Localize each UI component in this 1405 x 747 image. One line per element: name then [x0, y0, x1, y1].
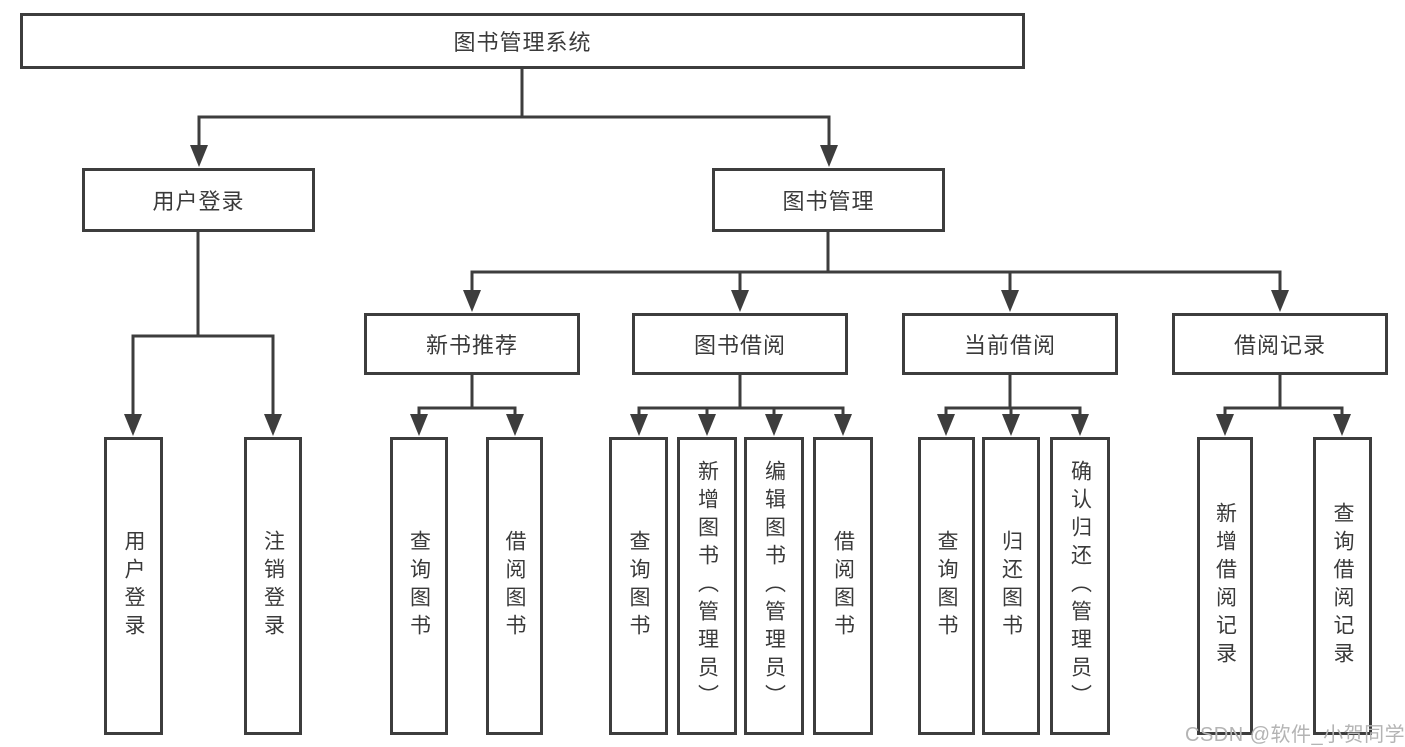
node-root: 图书管理系统 — [20, 13, 1025, 69]
connector-book-borrow-children — [637, 373, 845, 417]
node-root-label: 图书管理系统 — [453, 30, 592, 55]
connector-current-borrow-children — [944, 373, 1082, 417]
node-user-login-label: 用户登录 — [152, 189, 245, 214]
leaf-confirm-return-admin: 确认归还（管理员） — [1050, 437, 1110, 735]
node-current-borrow-label: 当前借阅 — [963, 333, 1056, 358]
leaf-logout-label: 注销登录 — [261, 530, 285, 642]
arrowheads — [124, 145, 1351, 436]
leaf-query-books-recommend-label: 查询图书 — [407, 530, 431, 642]
leaf-query-books-current: 查询图书 — [918, 437, 975, 735]
node-book-borrow-label: 图书借阅 — [693, 333, 786, 358]
csdn-watermark: CSDN @软件_小贺同学 — [1185, 724, 1405, 746]
leaf-confirm-return-admin-label: 确认归还（管理员） — [1068, 460, 1092, 712]
node-current-borrow: 当前借阅 — [902, 313, 1118, 375]
leaf-query-borrow-record-label: 查询借阅记录 — [1331, 502, 1354, 670]
leaf-user-login: 用户登录 — [104, 437, 163, 735]
leaf-return-book: 归还图书 — [982, 437, 1040, 735]
leaf-query-books-recommend: 查询图书 — [390, 437, 448, 735]
leaf-borrow-books: 借阅图书 — [813, 437, 873, 735]
leaf-add-book-admin-label: 新增图书（管理员） — [695, 460, 719, 712]
node-book-management: 图书管理 — [712, 168, 945, 232]
connector-book-management-children — [470, 230, 1282, 293]
node-new-book-recommend-label: 新书推荐 — [425, 333, 518, 358]
connector-root-to-level2 — [197, 67, 831, 148]
leaf-add-borrow-record: 新增借阅记录 — [1197, 437, 1253, 735]
node-new-book-recommend: 新书推荐 — [364, 313, 580, 375]
leaf-query-books-borrow: 查询图书 — [609, 437, 668, 735]
leaf-add-book-admin: 新增图书（管理员） — [677, 437, 737, 735]
node-borrow-records-label: 借阅记录 — [1233, 333, 1326, 358]
node-borrow-records: 借阅记录 — [1172, 313, 1388, 375]
leaf-edit-book-admin-label: 编辑图书（管理员） — [762, 460, 786, 712]
node-book-management-label: 图书管理 — [782, 189, 875, 214]
leaf-borrow-books-recommend: 借阅图书 — [486, 437, 543, 735]
leaf-logout: 注销登录 — [244, 437, 302, 735]
leaf-query-borrow-record: 查询借阅记录 — [1313, 437, 1372, 735]
connector-new-book-children — [417, 373, 517, 417]
leaf-borrow-books-recommend-label: 借阅图书 — [503, 530, 526, 642]
leaf-user-login-label: 用户登录 — [122, 530, 145, 642]
connector-user-login-children — [131, 230, 275, 417]
leaf-query-books-current-label: 查询图书 — [935, 530, 958, 642]
leaf-query-books-borrow-label: 查询图书 — [627, 530, 650, 642]
leaf-return-book-label: 归还图书 — [999, 530, 1023, 642]
connector-borrow-records-children — [1223, 373, 1344, 417]
node-user-login: 用户登录 — [82, 168, 315, 232]
leaf-edit-book-admin: 编辑图书（管理员） — [744, 437, 804, 735]
node-book-borrow: 图书借阅 — [632, 313, 848, 375]
leaf-add-borrow-record-label: 新增借阅记录 — [1213, 502, 1237, 670]
leaf-borrow-books-label: 借阅图书 — [831, 530, 855, 642]
